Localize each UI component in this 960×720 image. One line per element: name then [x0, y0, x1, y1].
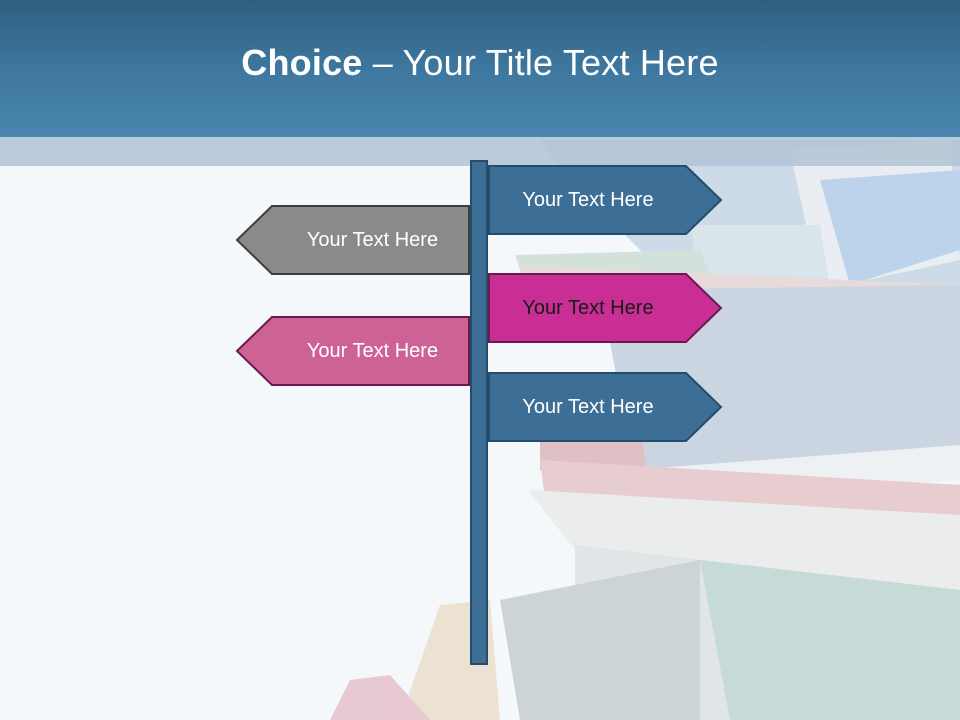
title-bar: Choice – Your Title Text Here [0, 0, 960, 137]
arrow-shape [235, 316, 470, 386]
sign-arrow-left-1[interactable]: Your Text Here [235, 205, 470, 275]
arrow-shape [235, 205, 470, 275]
sign-label: Your Text Here [522, 296, 654, 319]
sign-arrow-right-3[interactable]: Your Text Here [488, 372, 723, 442]
arrow-shape [488, 372, 723, 442]
sign-arrow-right-1[interactable]: Your Text Here [488, 165, 723, 235]
slide-title: Choice – Your Title Text Here [241, 41, 719, 83]
sign-arrow-right-2[interactable]: Your Text Here [488, 273, 723, 343]
sign-arrow-left-2[interactable]: Your Text Here [235, 316, 470, 386]
arrow-shape [488, 273, 723, 343]
sign-label: Your Text Here [306, 228, 439, 251]
arrow-shape [488, 165, 723, 235]
sign-label: Your Text Here [522, 395, 654, 418]
title-bold: Choice [241, 41, 363, 83]
sign-label: Your Text Here [306, 339, 439, 362]
title-rest: – Your Title Text Here [362, 41, 719, 83]
sign-label: Your Text Here [522, 188, 654, 211]
signpost-pole [470, 160, 488, 665]
